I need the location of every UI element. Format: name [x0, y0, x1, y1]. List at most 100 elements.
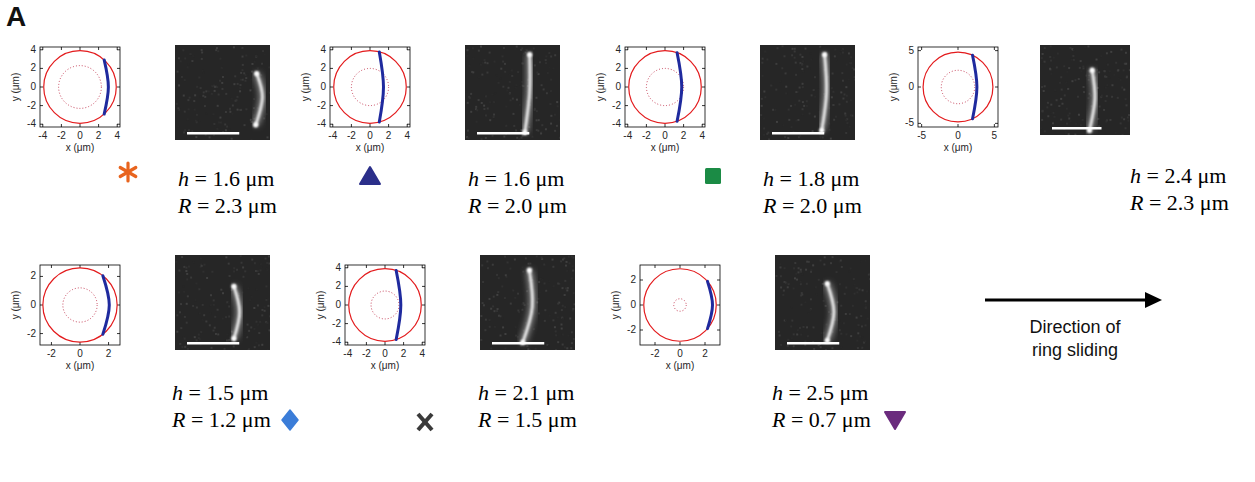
noise-speck	[233, 46, 235, 48]
noise-speck	[187, 348, 189, 350]
tick-mark	[407, 87, 410, 88]
panel-letter: A	[6, 2, 26, 33]
noise-speck	[561, 309, 563, 311]
noise-speck	[1103, 70, 1105, 72]
noise-speck	[182, 49, 184, 51]
noise-speck	[795, 273, 797, 275]
noise-speck	[793, 345, 795, 347]
noise-speck	[819, 136, 821, 138]
tick-mark	[640, 305, 643, 306]
noise-speck	[856, 287, 858, 289]
noise-speck	[821, 294, 823, 296]
noise-speck	[1046, 106, 1048, 108]
noise-speck	[514, 258, 516, 260]
tick-label: 2	[681, 130, 687, 142]
tick-mark	[921, 47, 922, 50]
noise-speck	[219, 80, 221, 82]
noise-speck	[1079, 67, 1081, 69]
noise-speck	[536, 110, 538, 112]
noise-speck	[865, 304, 867, 306]
noise-speck	[213, 304, 215, 306]
noise-speck	[1088, 76, 1090, 78]
tick-label: 2	[320, 63, 326, 75]
noise-speck	[496, 274, 498, 276]
noise-speck	[517, 336, 519, 338]
noise-speck	[210, 294, 212, 296]
noise-speck	[860, 315, 862, 317]
tick-mark	[345, 323, 348, 324]
noise-speck	[840, 333, 842, 335]
noise-speck	[870, 273, 871, 275]
noise-speck	[1053, 57, 1055, 59]
noise-speck	[266, 262, 268, 264]
micrograph-ground	[1040, 45, 1130, 135]
noise-speck	[502, 326, 504, 328]
noise-speck	[520, 137, 522, 139]
tick-label: 0	[77, 348, 83, 360]
noise-speck	[534, 64, 536, 66]
noise-speck	[544, 320, 546, 322]
noise-speck	[555, 349, 557, 350]
noise-speck	[510, 303, 512, 305]
noise-speck	[496, 294, 498, 296]
noise-speck	[532, 136, 534, 138]
tick-mark	[995, 87, 998, 88]
noise-speck	[562, 334, 564, 336]
micrograph-ground	[775, 255, 870, 350]
noise-speck	[194, 109, 196, 111]
ring-glow	[256, 74, 263, 125]
diamond-marker	[282, 410, 298, 430]
noise-speck	[849, 313, 851, 315]
noise-speck	[201, 49, 203, 51]
measurement-text: h = 1.6 μm	[178, 166, 274, 191]
noise-speck	[560, 260, 562, 262]
noise-speck	[802, 70, 804, 72]
noise-speck	[825, 305, 827, 307]
noise-speck	[845, 119, 847, 121]
noise-speck	[198, 76, 200, 78]
noise-speck	[858, 289, 860, 291]
noise-speck	[1120, 79, 1122, 81]
noise-speck	[1042, 110, 1044, 112]
noise-speck	[233, 345, 235, 347]
tick-mark	[640, 330, 643, 331]
axis-label: y (μm)	[595, 73, 607, 102]
noise-speck	[810, 269, 812, 271]
noise-speck	[507, 261, 509, 263]
noise-speck	[1042, 53, 1044, 55]
tick-label: 0	[30, 299, 36, 311]
tick-mark	[108, 265, 109, 268]
tick-label: -4	[332, 336, 341, 348]
noise-speck	[1087, 97, 1089, 99]
noise-speck	[247, 287, 249, 289]
tick-mark	[407, 105, 410, 106]
square-marker	[705, 168, 721, 184]
noise-speck	[184, 346, 186, 348]
noise-speck	[1129, 69, 1130, 71]
measurement-text: h = 2.5 μm	[772, 380, 868, 405]
noise-speck	[212, 113, 214, 115]
tick-label: -2	[332, 318, 341, 330]
noise-speck	[828, 311, 830, 313]
cell-outline	[349, 269, 422, 342]
noise-speck	[267, 299, 269, 301]
noise-speck	[485, 114, 487, 116]
noise-speck	[486, 72, 488, 74]
noise-speck	[834, 60, 836, 62]
noise-speck	[562, 318, 564, 320]
noise-speck	[241, 262, 243, 264]
noise-speck	[225, 256, 227, 258]
noise-speck	[1114, 74, 1116, 76]
tick-label: 4	[699, 130, 705, 142]
noise-speck	[1117, 97, 1119, 99]
noise-speck	[1074, 79, 1076, 81]
noise-speck	[233, 270, 235, 272]
noise-speck	[1080, 124, 1082, 126]
axis-label: x (μm)	[651, 142, 680, 154]
noise-speck	[225, 316, 227, 318]
noise-speck	[848, 78, 850, 80]
noise-speck	[563, 350, 565, 351]
noise-speck	[1125, 98, 1127, 100]
tick-mark	[958, 124, 959, 127]
noise-speck	[555, 312, 557, 314]
